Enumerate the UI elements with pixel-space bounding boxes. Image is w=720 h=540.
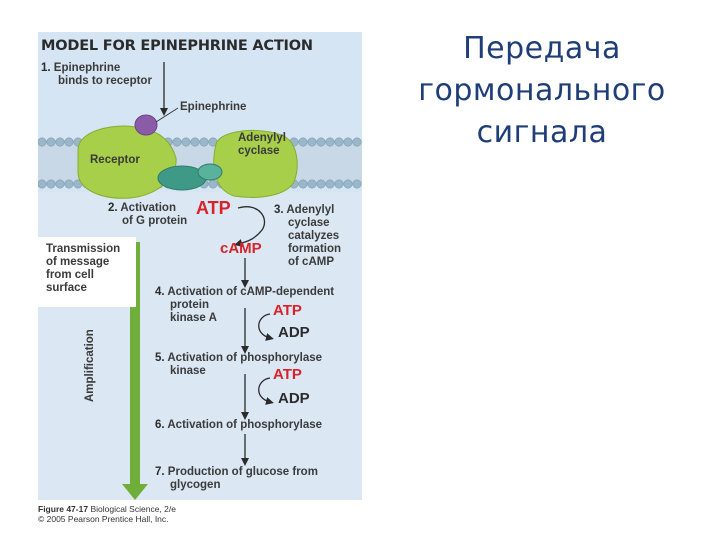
- step-text: kinase: [170, 365, 206, 377]
- phospholipid-head: [298, 137, 308, 147]
- slide-title-line: сигнала: [476, 115, 608, 150]
- step-text: Activation of phosphorylase: [167, 419, 323, 431]
- step-2-label: 2. Activation of G protein: [108, 202, 187, 228]
- slide-title: Передача гормонального сигнала: [392, 28, 692, 154]
- step-text: binds to receptor: [58, 75, 152, 87]
- phospholipid-head: [38, 179, 47, 189]
- atp-label: ATP: [196, 198, 231, 218]
- step-number: 1.: [41, 62, 51, 74]
- phospholipid-head: [352, 179, 362, 189]
- phospholipid-head: [334, 137, 344, 147]
- step-6-label: 6. Activation of phosphorylase: [155, 419, 322, 432]
- phospholipid-head: [64, 179, 74, 189]
- slide-title-line: Передача: [463, 31, 621, 66]
- step-text: Activation of cAMP-dependent: [167, 286, 335, 298]
- adp-label: ADP: [278, 390, 310, 407]
- step-number: 7.: [155, 466, 165, 478]
- phospholipid-head: [181, 137, 191, 147]
- figure-caption: Figure 47-17 Biological Science, 2/e © 2…: [38, 504, 176, 524]
- step-text: formation: [288, 243, 342, 255]
- step-text: of G protein: [122, 215, 188, 227]
- phospholipid-head: [316, 179, 326, 189]
- step-text: Activation of phosphorylase: [167, 352, 323, 364]
- adenylyl-cyclase-label: Adenylyl cyclase: [238, 132, 286, 157]
- receptor-label: Receptor: [90, 154, 140, 166]
- phospholipid-head: [334, 179, 344, 189]
- phospholipid-head: [325, 137, 335, 147]
- phospholipid-head: [352, 137, 362, 147]
- step-text: of cAMP: [288, 256, 334, 268]
- phospholipid-head: [46, 137, 56, 147]
- step-text: Epinephrine: [53, 62, 121, 74]
- atp-label: ATP: [273, 302, 302, 319]
- step-text: glycogen: [170, 479, 221, 491]
- phospholipid-head: [208, 179, 218, 189]
- phospholipid-head: [343, 179, 353, 189]
- caption-copyright: © 2005 Pearson Prentice Hall, Inc.: [38, 514, 169, 524]
- epinephrine-molecule: [134, 114, 158, 136]
- step-number: 5.: [155, 352, 165, 364]
- phospholipid-head: [199, 137, 209, 147]
- step-number: 2.: [108, 202, 118, 214]
- step-text: Production of glucose from: [167, 466, 318, 478]
- transmission-box: [38, 237, 136, 307]
- step-4-label: 4. Activation of cAMP-dependent protein …: [155, 286, 334, 325]
- phospholipid-head: [316, 137, 326, 147]
- step-7-label: 7. Production of glucose from glycogen: [155, 466, 318, 492]
- amplification-label: Amplification: [84, 329, 96, 402]
- step-number: 4.: [155, 286, 165, 298]
- phospholipid-head: [55, 179, 65, 189]
- phospholipid-head: [172, 137, 182, 147]
- phospholipid-head: [64, 137, 74, 147]
- step-number: 3.: [274, 204, 284, 216]
- figure-title: MODEL FOR EPINEPHRINE ACTION: [41, 38, 313, 54]
- epinephrine-figure: MODEL FOR EPINEPHRINE ACTION 1. Epinephr…: [38, 32, 362, 500]
- phospholipid-head: [343, 137, 353, 147]
- figure-graphics: [38, 62, 362, 500]
- phospholipid-head: [307, 137, 317, 147]
- transmission-label: Transmission of message from cell surfac…: [46, 243, 121, 294]
- epinephrine-label: Epinephrine: [180, 101, 247, 113]
- step-text: Adenylyl: [286, 204, 335, 216]
- step-text: cyclase: [288, 217, 330, 229]
- curved-arrow: [258, 377, 274, 405]
- adp-label: ADP: [278, 324, 310, 341]
- phospholipid-head: [325, 179, 335, 189]
- phospholipid-head: [55, 137, 65, 147]
- step-text: protein: [170, 299, 209, 311]
- adenylyl-cyclase-protein: [213, 130, 298, 198]
- curved-arrow: [234, 206, 266, 247]
- step-5-label: 5. Activation of phosphorylase kinase: [155, 352, 322, 378]
- step-number: 6.: [155, 419, 165, 431]
- step-text: kinase A: [170, 312, 217, 324]
- phospholipid-head: [298, 179, 308, 189]
- pointer-line: [155, 107, 179, 123]
- phospholipid-head: [307, 179, 317, 189]
- caption-figure-number: Figure 47-17: [38, 504, 89, 514]
- phospholipid-head: [38, 137, 47, 147]
- step-text: Activation: [120, 202, 176, 214]
- slide-title-line: гормонального: [418, 73, 666, 108]
- receptor-protein: [77, 125, 177, 199]
- curved-arrow: [258, 313, 274, 341]
- phospholipid-head: [190, 137, 200, 147]
- step-1-label: 1. Epinephrine binds to receptor: [41, 62, 152, 88]
- caption-source: Biological Science, 2/e: [88, 504, 176, 514]
- phospholipid-head: [46, 179, 56, 189]
- amplification-arrow: [122, 242, 148, 500]
- g-protein-subunit: [197, 163, 223, 181]
- atp-label: ATP: [273, 366, 302, 383]
- step-3-label: 3. Adenylyl cyclase catalyzes formation …: [274, 204, 341, 269]
- camp-label: cAMP: [220, 240, 262, 257]
- step-text: catalyzes: [288, 230, 340, 242]
